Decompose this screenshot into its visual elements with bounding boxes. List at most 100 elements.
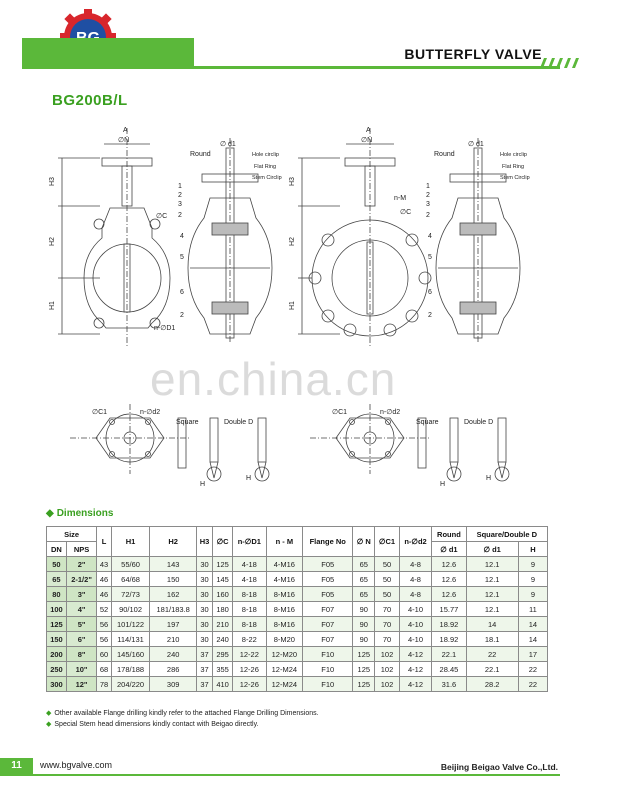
table-cell: 4-10: [398, 616, 433, 632]
table-cell: 8-M16: [265, 586, 304, 602]
part-6b: 6: [428, 289, 432, 296]
table-cell: 70: [374, 631, 400, 647]
table-cell: F05: [302, 556, 354, 572]
table-cell: F05: [302, 586, 354, 602]
label-h-4: H: [486, 475, 491, 482]
label-double-d-2: Double D: [464, 419, 493, 426]
th-round: Round: [431, 526, 467, 542]
table-cell: 90: [352, 631, 376, 647]
part-5b: 5: [428, 254, 432, 261]
table-cell: 12.1: [465, 556, 519, 572]
table-cell: 30: [195, 616, 214, 632]
table-cell: 4-18: [232, 571, 267, 587]
th-d1-round: ∅ d1: [431, 541, 467, 557]
table-cell: 150: [149, 571, 197, 587]
label-h-2: H: [246, 475, 251, 482]
table-cell: 10": [65, 661, 98, 677]
table-cell: 14: [517, 616, 549, 632]
part-5a: 5: [180, 254, 184, 261]
table-cell: 37: [195, 646, 214, 662]
table-cell: 65: [46, 571, 67, 587]
table-cell: 12.6: [431, 571, 467, 587]
part-3b: 3: [426, 201, 430, 208]
table-cell: 68: [96, 661, 112, 677]
table-cell: 50: [374, 586, 400, 602]
label-flat-ring-2: Flat Ring: [502, 164, 524, 170]
table-cell: 22: [517, 676, 549, 692]
page-title: BUTTERFLY VALVE: [404, 46, 542, 62]
table-cell: 14: [465, 616, 519, 632]
table-cell: 52: [96, 601, 112, 617]
table-cell: 4-8: [398, 571, 433, 587]
table-cell: 8": [65, 646, 98, 662]
table-cell: F07: [302, 631, 354, 647]
table-cell: 60: [96, 646, 112, 662]
table-cell: F05: [302, 571, 354, 587]
label-n-2: ∅N: [361, 137, 372, 144]
table-cell: 4-12: [398, 646, 433, 662]
table-cell: 9: [517, 571, 549, 587]
notes: ◆Other available Flange drilling kindly …: [46, 708, 319, 730]
th-n-m: n - M: [265, 526, 304, 557]
label-c1: ∅C1: [92, 409, 107, 416]
table-cell: 4-8: [398, 556, 433, 572]
diamond-bullet-icon: ◆: [46, 508, 54, 519]
table-cell: F07: [302, 601, 354, 617]
table-cell: 50: [374, 571, 400, 587]
table-cell: 101/122: [110, 616, 151, 632]
table-cell: 125: [46, 616, 67, 632]
table-cell: 37: [195, 676, 214, 692]
page-number: 11: [0, 758, 33, 774]
label-stem-circlip-2: Stem Circlip: [500, 175, 530, 181]
table-cell: 50: [374, 556, 400, 572]
table-cell: 90/102: [110, 601, 151, 617]
table-cell: 70: [374, 601, 400, 617]
label-h3: H3: [49, 177, 56, 186]
part-1b: 1: [426, 183, 430, 190]
table-cell: 30: [195, 586, 214, 602]
table-cell: 200: [46, 646, 67, 662]
part-2a: 2: [178, 192, 182, 199]
th-h: H: [517, 541, 549, 557]
table-cell: 197: [149, 616, 197, 632]
valve-technical-drawing: A ∅N H3 H2 H1 ∅C n-∅D1 Round ∅ d1 Hole c…: [49, 127, 530, 488]
table-cell: 56: [96, 616, 112, 632]
table-cell: 90: [352, 616, 376, 632]
label-n-m: n-M: [394, 195, 406, 202]
part-3a: 3: [178, 201, 182, 208]
table-cell: 72/73: [110, 586, 151, 602]
table-cell: 4-18: [232, 556, 267, 572]
table-cell: 55/60: [110, 556, 151, 572]
table-cell: 18.92: [431, 631, 467, 647]
label-c1-2: ∅C1: [332, 409, 347, 416]
table-cell: 17: [517, 646, 549, 662]
table-cell: 181/183.8: [149, 601, 197, 617]
table-cell: 4": [65, 601, 98, 617]
top-flange-view-left: [70, 404, 270, 482]
table-cell: 64/68: [110, 571, 151, 587]
table-cell: 8-18: [232, 616, 267, 632]
table-cell: 31.6: [431, 676, 467, 692]
header-band: [22, 38, 194, 69]
website-link[interactable]: www.bgvalve.com: [40, 760, 113, 770]
table-cell: 125: [212, 556, 234, 572]
th-c1: ∅C1: [374, 526, 400, 557]
table-cell: 12.6: [431, 586, 467, 602]
th-d1-square: ∅ d1: [465, 541, 519, 557]
table-cell: 37: [195, 661, 214, 677]
table-cell: 12-M24: [265, 676, 304, 692]
label-h-3: H: [440, 481, 445, 488]
th-nps: NPS: [65, 541, 98, 557]
table-cell: 8-M16: [265, 601, 304, 617]
table-cell: F10: [302, 646, 354, 662]
table-cell: 12-M24: [265, 661, 304, 677]
table-cell: 240: [212, 631, 234, 647]
table-cell: 240: [149, 646, 197, 662]
label-c: ∅C: [156, 213, 167, 220]
watermark: en.china.cn: [150, 353, 397, 405]
note-item: ◆Other available Flange drilling kindly …: [46, 708, 319, 719]
